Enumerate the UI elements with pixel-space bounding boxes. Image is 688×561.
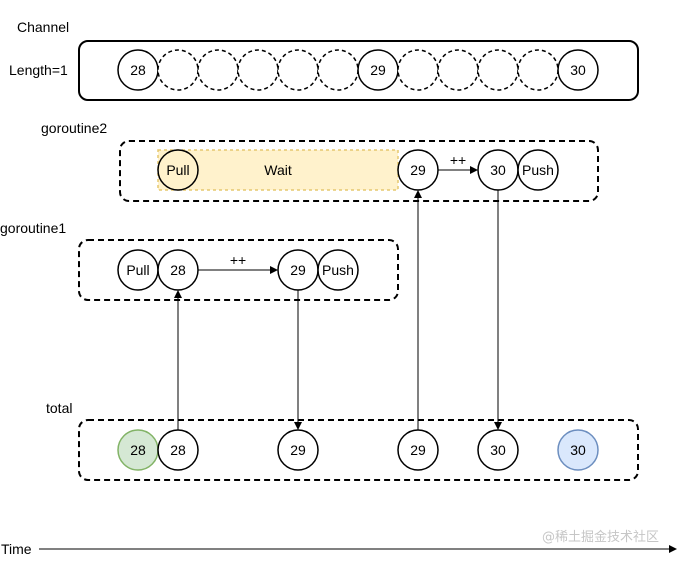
watermark: @稀土掘金技术社区 <box>542 529 659 545</box>
channel-slot-12-label: 30 <box>570 62 586 78</box>
channel-slot-3 <box>197 49 239 91</box>
channel-slot-5 <box>277 49 319 91</box>
total-node-3 <box>277 429 319 471</box>
channel-slot-7-label: 29 <box>370 62 386 78</box>
channel-slot-6 <box>317 49 359 91</box>
goroutine1-push-label: Push <box>322 262 354 278</box>
goroutine2-title: goroutine2 <box>41 120 107 136</box>
goroutine2-wait-label: Wait <box>264 162 292 178</box>
total-node-4 <box>397 429 439 471</box>
channel-container <box>78 40 639 101</box>
channel-slot-2 <box>157 49 199 91</box>
total-container <box>78 419 639 481</box>
goroutine1-title: goroutine1 <box>0 220 66 236</box>
channel-slot-10 <box>477 49 519 91</box>
goroutine1-push-node <box>317 249 359 291</box>
total-node-5 <box>477 429 519 471</box>
goroutine2-value-a: 29 <box>410 162 426 178</box>
total-title: total <box>46 400 72 416</box>
time-axis-label: Time <box>1 541 32 557</box>
total-end-node <box>557 429 599 471</box>
total-node-2 <box>157 429 199 471</box>
total-value-5: 30 <box>490 442 506 458</box>
channel-length-label: Length=1 <box>9 62 68 78</box>
total-value-6: 30 <box>570 442 586 458</box>
goroutine2-push-node <box>517 149 559 191</box>
total-value-2: 28 <box>170 442 186 458</box>
total-value-3: 29 <box>290 442 306 458</box>
channel-slot-11 <box>517 49 559 91</box>
channel-slot-12 <box>557 49 599 91</box>
goroutine2-pull-label: Pull <box>166 162 189 178</box>
goroutine2-value-b: 30 <box>490 162 506 178</box>
channel-slot-9 <box>437 49 479 91</box>
goroutine2-increment-label: ++ <box>450 152 466 168</box>
channel-slot-4 <box>237 49 279 91</box>
goroutine2-container <box>119 140 599 202</box>
total-value-4: 29 <box>410 442 426 458</box>
goroutine1-container <box>78 239 399 301</box>
goroutine2-pull-node <box>157 149 199 191</box>
goroutine2-push-label: Push <box>522 162 554 178</box>
total-value-1: 28 <box>130 442 146 458</box>
goroutine1-value-a: 28 <box>170 262 186 278</box>
goroutine1-value-b: 29 <box>290 262 306 278</box>
goroutine1-pull-label: Pull <box>126 262 149 278</box>
channel-slot-1-label: 28 <box>130 62 146 78</box>
channel-slot-8 <box>397 49 439 91</box>
goroutine1-increment-label: ++ <box>230 252 246 268</box>
channel-title: Channel <box>17 19 69 35</box>
channel-slots: 28 29 30 <box>117 49 599 91</box>
